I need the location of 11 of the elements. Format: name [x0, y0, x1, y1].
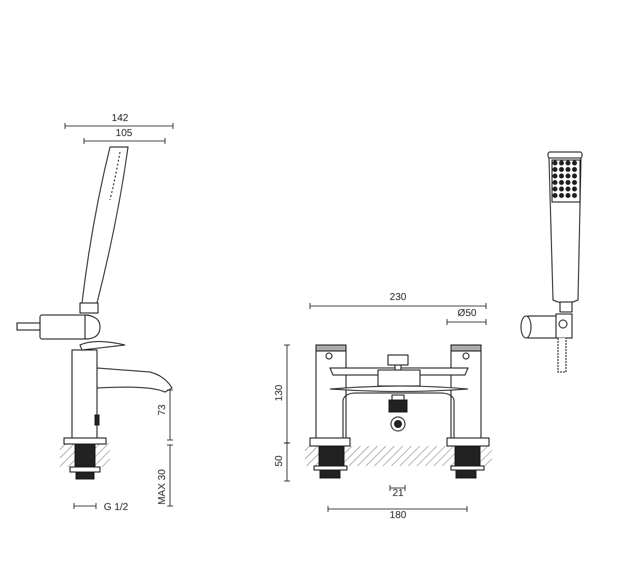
dimension-label: 105	[114, 129, 134, 139]
dimension-label: 130	[275, 384, 285, 402]
dimension-label: G 1/2	[102, 503, 130, 513]
dimension-label: 142	[110, 114, 130, 124]
dimension-label: 50	[275, 454, 285, 468]
dimension-label: 21	[391, 489, 405, 499]
dimension-label: 73	[158, 403, 168, 417]
dimension-label: 230	[388, 293, 408, 303]
dimension-label: MAX 30	[158, 468, 168, 506]
dimension-label: 180	[388, 511, 408, 521]
dimension-label: Ø50	[456, 309, 478, 319]
